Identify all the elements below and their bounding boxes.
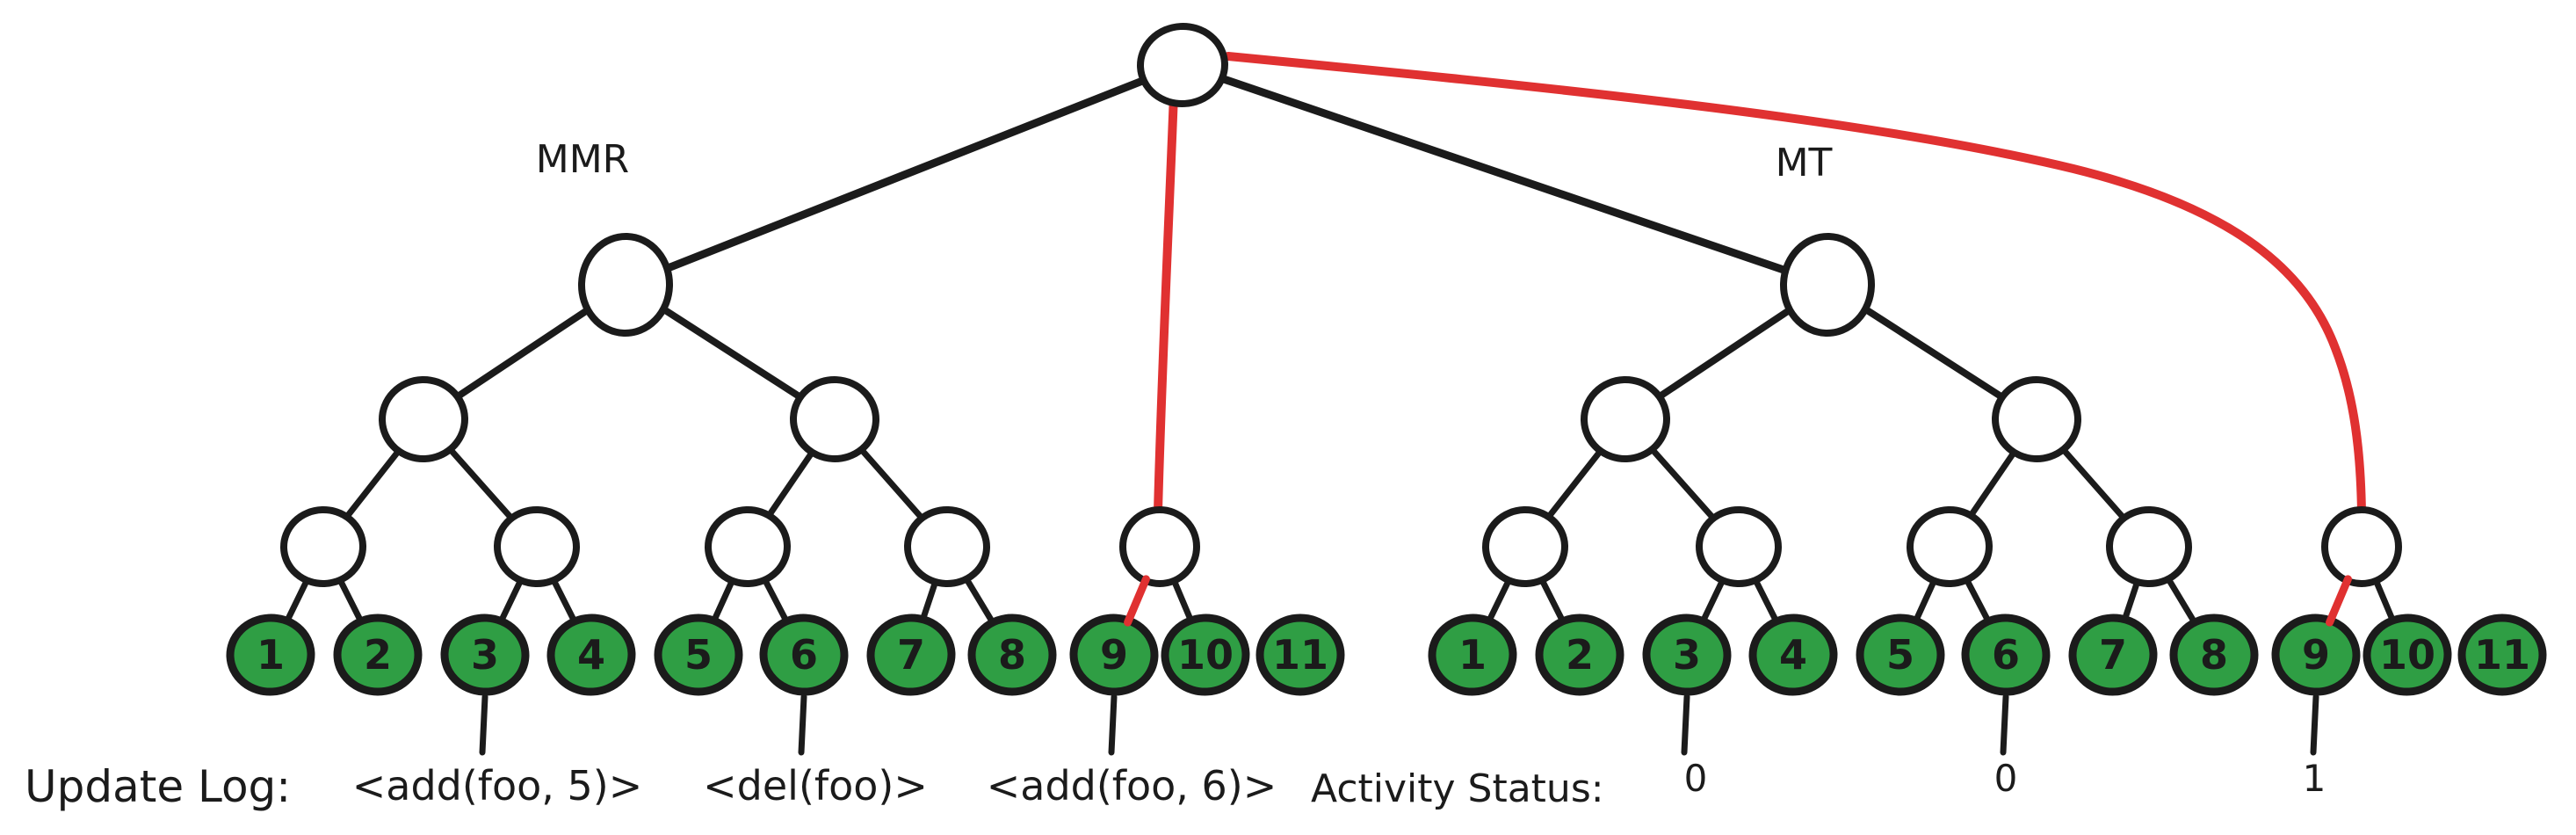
leaf-node: [2457, 614, 2547, 696]
annotation-lines: [479, 693, 2319, 756]
leaf-label: 7: [897, 631, 925, 679]
leaf-node: [2169, 614, 2259, 696]
edge-root-subtree: [1178, 61, 1832, 289]
l4-node: [1482, 505, 1568, 588]
leaf-label: 3: [1673, 631, 1701, 679]
activity-status-label: Activity Status:: [1311, 766, 1604, 811]
leaf-label: 2: [364, 631, 392, 679]
annotation-line: [479, 693, 488, 756]
l4-node: [280, 505, 366, 588]
annotation-line: [1108, 693, 1118, 756]
activity-status-value: 1: [2303, 757, 2326, 800]
update-log-entry: <del(foo)>: [703, 762, 928, 810]
leaf-label: 6: [1992, 631, 2020, 679]
internal-nodes: [280, 22, 2402, 588]
red-link-root-to-mt-node: [1224, 52, 2366, 518]
leaf-label: 1: [257, 631, 285, 679]
update-log-entry: <add(foo, 5)>: [352, 762, 643, 810]
leaf-label: 8: [998, 631, 1026, 679]
l4-node: [705, 505, 791, 588]
root-node: [1137, 22, 1228, 108]
l4-node: [2106, 505, 2192, 588]
leaf-node: [1069, 614, 1159, 696]
leaf-label: 6: [790, 631, 818, 679]
p9-node: [1119, 506, 1200, 587]
leaf-label: 7: [2099, 631, 2127, 679]
leaf-label: 10: [2379, 631, 2435, 679]
leaf-node: [1856, 614, 1945, 696]
leaf-label: 8: [2200, 631, 2228, 679]
leaf-node: [546, 614, 636, 696]
annotation-line: [2000, 693, 2009, 756]
leaf-node: [226, 614, 315, 696]
l3-node: [1581, 375, 1670, 463]
subtree-root-node: [1779, 233, 1876, 337]
l3-node: [790, 375, 879, 463]
leaf-label: 10: [1177, 631, 1234, 679]
leaf-node: [1748, 614, 1838, 696]
leaf-node: [1642, 614, 1732, 696]
red-link-root-to-mmr-peak: [1154, 91, 1178, 516]
l4-node: [1696, 505, 1782, 588]
l4-node: [904, 505, 990, 588]
leaf-label: 4: [577, 631, 605, 679]
l4-node: [494, 505, 580, 588]
leaf-node: [1535, 614, 1624, 696]
activity-status-value: 0: [1684, 757, 1708, 800]
l3-node: [1992, 375, 2081, 463]
leaf-label: 9: [1100, 631, 1128, 679]
leaf-node: [1161, 614, 1250, 696]
leaf-label: 2: [1566, 631, 1594, 679]
annotation-line: [1681, 693, 1690, 756]
annotation-line: [2310, 693, 2319, 756]
leaf-label: 9: [2302, 631, 2330, 679]
leaf-node: [654, 614, 743, 696]
activity-status-value: 0: [1994, 757, 2018, 800]
leaf-node: [2068, 614, 2158, 696]
l3-node: [379, 375, 468, 463]
leaf-node: [1961, 614, 2051, 696]
leaf-label: 5: [1886, 631, 1914, 679]
leaf-node: [967, 614, 1057, 696]
label-mmr: MMR: [536, 137, 630, 182]
leaf-label: 11: [1272, 631, 1328, 679]
update-log-label: Update Log:: [25, 761, 291, 812]
red-links-short: [1124, 575, 2352, 627]
red-link-p9-to-leaf9: [2326, 575, 2352, 627]
label-mt: MT: [1776, 141, 1833, 185]
leaf-label: 5: [684, 631, 713, 679]
l4-node: [1907, 505, 1993, 588]
leaf-label: 1: [1458, 631, 1487, 679]
leaf-label: 4: [1779, 631, 1807, 679]
leaf-label: 3: [471, 631, 499, 679]
leaf-node: [2271, 614, 2361, 696]
p9-node: [2321, 506, 2402, 587]
leaf-node: [333, 614, 423, 696]
red-link-p9-to-leaf9: [1124, 575, 1150, 627]
subtree-root-node: [577, 233, 674, 337]
text-labels: MMR MT Update Log: <add(foo, 5)> <del(fo…: [25, 137, 2326, 812]
annotation-line: [798, 693, 807, 756]
leaf-node: [1255, 614, 1345, 696]
update-log-entry: <add(foo, 6)>: [987, 762, 1277, 810]
leaf-node: [1428, 614, 1517, 696]
edge-root-subtree: [621, 61, 1187, 289]
leaf-node: [866, 614, 956, 696]
leaf-label: 11: [2474, 631, 2530, 679]
leaf-node: [440, 614, 530, 696]
red-links-long: [1154, 52, 2366, 518]
leaf-node: [759, 614, 849, 696]
leaf-node: [2363, 614, 2452, 696]
